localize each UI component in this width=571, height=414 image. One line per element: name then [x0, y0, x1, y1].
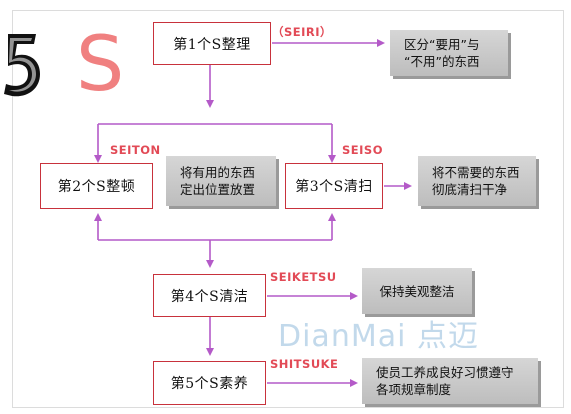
step-2-seiton: 第2个S整顿: [40, 163, 153, 209]
note-seiketsu: 保持美观整洁: [362, 268, 472, 314]
step-5-shitsuke: 第5个S素养: [153, 361, 266, 405]
note-seiri: 区分“要用”与 “不用”的东西: [390, 30, 508, 76]
tag-seiketsu: SEIKETSU: [270, 270, 337, 284]
step-1-seiri: 第1个S整理: [153, 22, 271, 65]
five-logo-icon: [0, 30, 42, 100]
step-3-seiso: 第3个S清扫: [285, 163, 383, 209]
watermark: DianMai 点迈: [278, 319, 479, 354]
tag-seiso: SEISO: [342, 143, 383, 157]
diagram-frame: [12, 10, 564, 408]
tag-shitsuke: SHITSUKE: [270, 357, 339, 371]
big-s-letter: S: [76, 19, 125, 108]
note-seiton: 将有用的东西 定出位置放置: [166, 156, 276, 206]
note-shitsuke: 使员工养成良好习惯遵守 各项规章制度: [362, 358, 538, 404]
step-4-seiketsu: 第4个S清洁: [153, 274, 266, 317]
tag-seiri: （SEIRI）: [272, 25, 333, 39]
note-seiso: 将不需要的东西 彻底清扫干净: [418, 156, 536, 206]
tag-seiton: SEITON: [110, 143, 161, 157]
